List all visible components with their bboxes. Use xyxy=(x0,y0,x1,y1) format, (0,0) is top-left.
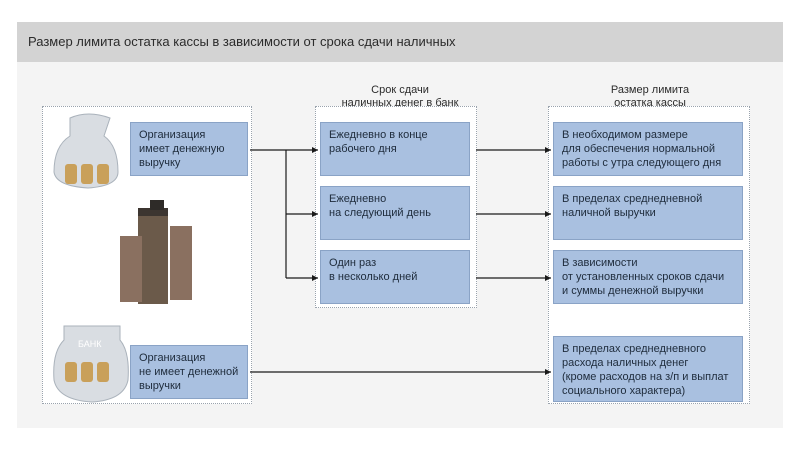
deadline-label: Ежедневно в конце рабочего дня xyxy=(329,129,428,155)
deadline-label: Один раз в несколько дней xyxy=(329,257,418,283)
header-bar xyxy=(17,22,783,62)
organization-with-revenue-box: Организация имеет денежную выручку xyxy=(130,122,248,176)
deadline-label: Ежедневно на следующий день xyxy=(329,193,431,219)
deadline-box-next-day: Ежедневно на следующий день xyxy=(320,186,470,240)
bank-label: БАНК xyxy=(78,339,102,349)
limit-label: В пределах среднедневной наличной выручк… xyxy=(562,193,703,219)
money-bag-icon xyxy=(53,113,119,189)
limit-box-2: В пределах среднедневной наличной выручк… xyxy=(553,186,743,240)
arrowheads xyxy=(312,147,551,375)
organization-without-revenue-box: Организация не имеет денежной выручки xyxy=(130,345,248,399)
limit-box-1: В необходимом размере для обеспечения но… xyxy=(553,122,743,176)
deadline-box-several-days: Один раз в несколько дней xyxy=(320,250,470,304)
organization-with-revenue-label: Организация имеет денежную выручку xyxy=(139,129,225,169)
bank-bag-icon xyxy=(53,325,129,403)
page-title: Размер лимита остатка кассы в зависимост… xyxy=(28,34,456,49)
limit-label: В зависимости от установленных сроков сд… xyxy=(562,257,725,297)
limit-box-3: В зависимости от установленных сроков сд… xyxy=(553,250,743,304)
buildings-icon xyxy=(120,200,192,304)
deadline-box-daily-end: Ежедневно в конце рабочего дня xyxy=(320,122,470,176)
limit-box-4: В пределах среднедневного расхода наличн… xyxy=(553,336,743,402)
organization-without-revenue-label: Организация не имеет денежной выручки xyxy=(139,352,239,392)
limit-label: В пределах среднедневного расхода наличн… xyxy=(562,343,729,397)
limit-label: В необходимом размере для обеспечения но… xyxy=(562,129,722,169)
connectors xyxy=(250,149,551,373)
